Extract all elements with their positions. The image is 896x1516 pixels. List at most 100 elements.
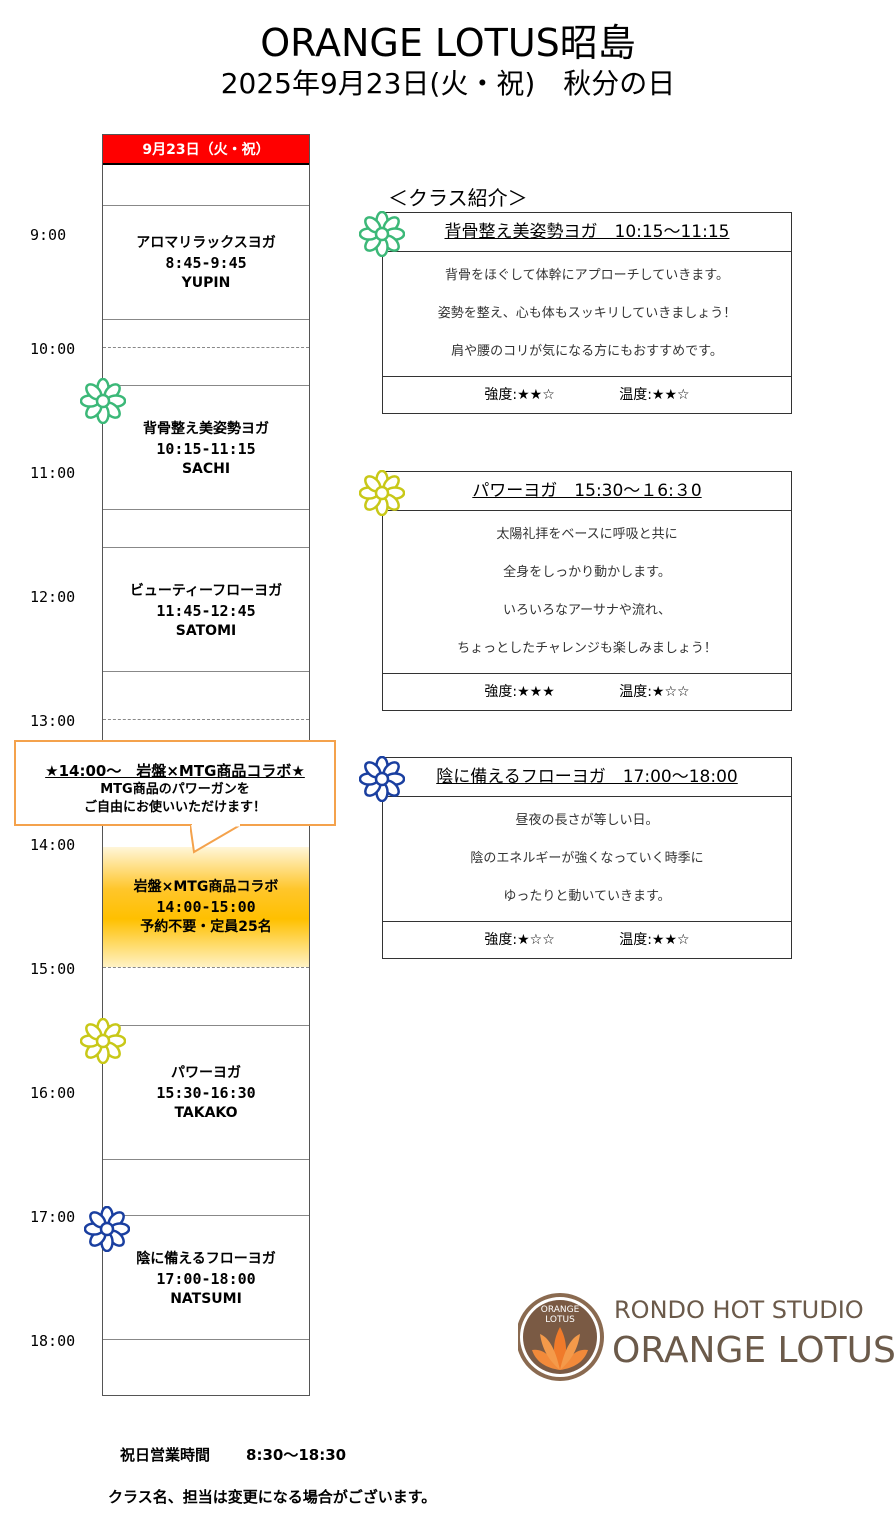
grid-line [103, 547, 309, 548]
card-line: 背骨をほぐして体幹にアプローチしていきます。 [445, 268, 729, 283]
page-title: ORANGE LOTUS昭島 [260, 21, 636, 65]
class-card-spine: 背骨整え美姿勢ヨガ 10:15～11:15 背骨をほぐして体幹にアプローチしてい… [382, 212, 792, 414]
flower-icon-blue [84, 1206, 130, 1252]
collab-callout: ★14:00～ 岩盤×MTG商品コラボ★ MTG商品のパワーガンを ご自由にお使… [14, 740, 336, 826]
time-label: 17:00 [30, 1208, 76, 1226]
time-label: 14:00 [30, 836, 76, 854]
time-label: 16:00 [30, 1084, 76, 1102]
card-line: 陰のエネルギーが強くなっていく時季に [470, 851, 704, 866]
svg-text:LOTUS: LOTUS [545, 1315, 575, 1325]
collab-block[interactable]: 岩盤×MTG商品コラボ 14:00-15:00 予約不要・定員25名 [103, 847, 309, 967]
collab-note: 予約不要・定員25名 [140, 919, 272, 935]
grid-line [103, 1215, 309, 1216]
class-time: 15:30-16:30 [156, 1084, 256, 1102]
flower-icon-green [80, 378, 126, 424]
flower-icon-yellow [80, 1018, 126, 1064]
grid-line [103, 1025, 309, 1026]
logo-name: ORANGE LOTUS [612, 1330, 896, 1371]
temperature-rating: 温度:★★☆ [619, 932, 690, 948]
time-label: 15:00 [30, 960, 76, 978]
time-label: 9:00 [30, 226, 67, 244]
grid-line [103, 509, 309, 510]
holiday-hours: 祝日営業時間 8:30～18:30 [120, 1444, 382, 1465]
class-block-yin[interactable]: 陰に備えるフローヨガ 17:00-18:00 NATSUMI [103, 1249, 309, 1309]
class-time: 10:15-11:15 [156, 440, 256, 458]
logo-subtitle: RONDO HOT STUDIO [614, 1296, 864, 1324]
collab-info: 岩盤×MTG商品コラボ 14:00-15:00 予約不要・定員25名 [103, 877, 309, 937]
class-card-power: パワーヨガ 15:30～１6:３0 太陽礼拝をベースに呼吸と共に 全身をしっかり… [382, 471, 792, 711]
day-header: 9月23日（火・祝） [103, 135, 309, 165]
change-notice: クラス名、担当は変更になる場合がございます。 [108, 1488, 437, 1506]
card-line: ゆったりと動いていきます。 [503, 889, 671, 904]
class-instructor: YUPIN [181, 275, 231, 291]
grid-line [103, 671, 309, 672]
hour-line [103, 719, 309, 720]
callout-line-2: ご自由にお使いいただけます！ [83, 800, 266, 815]
card-title: パワーヨガ 15:30～１6:３0 [383, 472, 791, 511]
temperature-rating: 温度:★★☆ [619, 387, 690, 403]
time-label: 13:00 [30, 712, 76, 730]
class-instructor: SATOMI [175, 623, 237, 639]
hours-label: 祝日営業時間 [120, 1446, 211, 1464]
class-block-beauty[interactable]: ビューティーフローヨガ 11:45-12:45 SATOMI [103, 581, 309, 641]
card-line: 全身をしっかり動かします。 [503, 565, 671, 580]
time-label: 10:00 [30, 340, 76, 358]
class-name: 背骨整え美姿勢ヨガ [143, 421, 269, 437]
collab-name: 岩盤×MTG商品コラボ [133, 879, 279, 895]
time-label: 12:00 [30, 588, 76, 606]
card-line: 肩や腰のコリが気になる方にもおすすめです。 [451, 344, 723, 359]
grid-line [103, 205, 309, 206]
class-instructor: TAKAKO [174, 1105, 238, 1121]
callout-title: ★14:00～ 岩盤×MTG商品コラボ★ [45, 762, 305, 780]
flower-icon-yellow [359, 470, 405, 516]
class-block-power[interactable]: パワーヨガ 15:30-16:30 TAKAKO [103, 1063, 309, 1123]
card-description: 背骨をほぐして体幹にアプローチしていきます。 姿勢を整え、心も体もスッキリしてい… [383, 252, 791, 376]
class-name: 陰に備えるフローヨガ [136, 1251, 276, 1267]
class-instructor: SACHI [181, 461, 231, 477]
class-card-yin: 陰に備えるフローヨガ 17:00～18:00 昼夜の長さが等しい日。 陰のエネル… [382, 757, 792, 959]
card-ratings: 強度:★★★ 温度:★☆☆ [383, 673, 791, 710]
class-block-aroma[interactable]: アロマリラックスヨガ 8:45-9:45 YUPIN [103, 233, 309, 293]
time-label: 18:00 [30, 1332, 76, 1350]
class-intro-heading: ＜クラス紹介＞ [388, 186, 528, 210]
schedule-column: 9月23日（火・祝） 岩盤×MTG商品コラボ 14:00-15:00 予約不要・… [102, 134, 310, 1396]
svg-text:ORANGE: ORANGE [541, 1305, 580, 1315]
card-title: 陰に備えるフローヨガ 17:00～18:00 [383, 758, 791, 797]
class-name: アロマリラックスヨガ [136, 235, 276, 251]
callout-line-1: MTG商品のパワーガンを [100, 782, 250, 797]
collab-time: 14:00-15:00 [156, 898, 256, 916]
card-title: 背骨整え美姿勢ヨガ 10:15～11:15 [383, 213, 791, 252]
class-time: 17:00-18:00 [156, 1270, 256, 1288]
card-description: 太陽礼拝をベースに呼吸と共に 全身をしっかり動かします。 いろいろなアーサナや流… [383, 511, 791, 673]
card-line: 姿勢を整え、心も体もスッキリしていきましょう！ [437, 306, 737, 321]
class-instructor: NATSUMI [170, 1291, 242, 1307]
class-time: 11:45-12:45 [156, 602, 256, 620]
hour-line [103, 967, 309, 968]
intensity-rating: 強度:★★★ [484, 684, 555, 700]
time-label: 11:00 [30, 464, 76, 482]
card-line: ちょっとしたチャレンジも楽しみましょう！ [457, 641, 717, 656]
card-line: 太陽礼拝をベースに呼吸と共に [496, 527, 678, 542]
card-ratings: 強度:★★☆ 温度:★★☆ [383, 376, 791, 413]
hour-line [103, 347, 309, 348]
class-time: 8:45-9:45 [165, 254, 247, 272]
card-line: 昼夜の長さが等しい日。 [515, 813, 659, 828]
lotus-logo-icon: ORANGE LOTUS [518, 1293, 604, 1381]
callout-tail [190, 824, 244, 854]
hours-value: 8:30～18:30 [246, 1446, 347, 1464]
class-name: パワーヨガ [171, 1065, 241, 1081]
grid-line [103, 1159, 309, 1160]
intensity-rating: 強度:★★☆ [484, 387, 555, 403]
grid-line [103, 319, 309, 320]
flower-icon-blue [359, 756, 405, 802]
temperature-rating: 温度:★☆☆ [619, 684, 690, 700]
card-description: 昼夜の長さが等しい日。 陰のエネルギーが強くなっていく時季に ゆったりと動いてい… [383, 797, 791, 921]
class-block-spine[interactable]: 背骨整え美姿勢ヨガ 10:15-11:15 SACHI [103, 419, 309, 479]
card-ratings: 強度:★☆☆ 温度:★★☆ [383, 921, 791, 958]
intensity-rating: 強度:★☆☆ [484, 932, 555, 948]
flower-icon-green [359, 211, 405, 257]
grid-line [103, 1339, 309, 1340]
grid-line [103, 385, 309, 386]
date-subtitle: 2025年9月23日(火・祝) 秋分の日 [220, 67, 676, 100]
card-line: いろいろなアーサナや流れ、 [502, 603, 672, 618]
